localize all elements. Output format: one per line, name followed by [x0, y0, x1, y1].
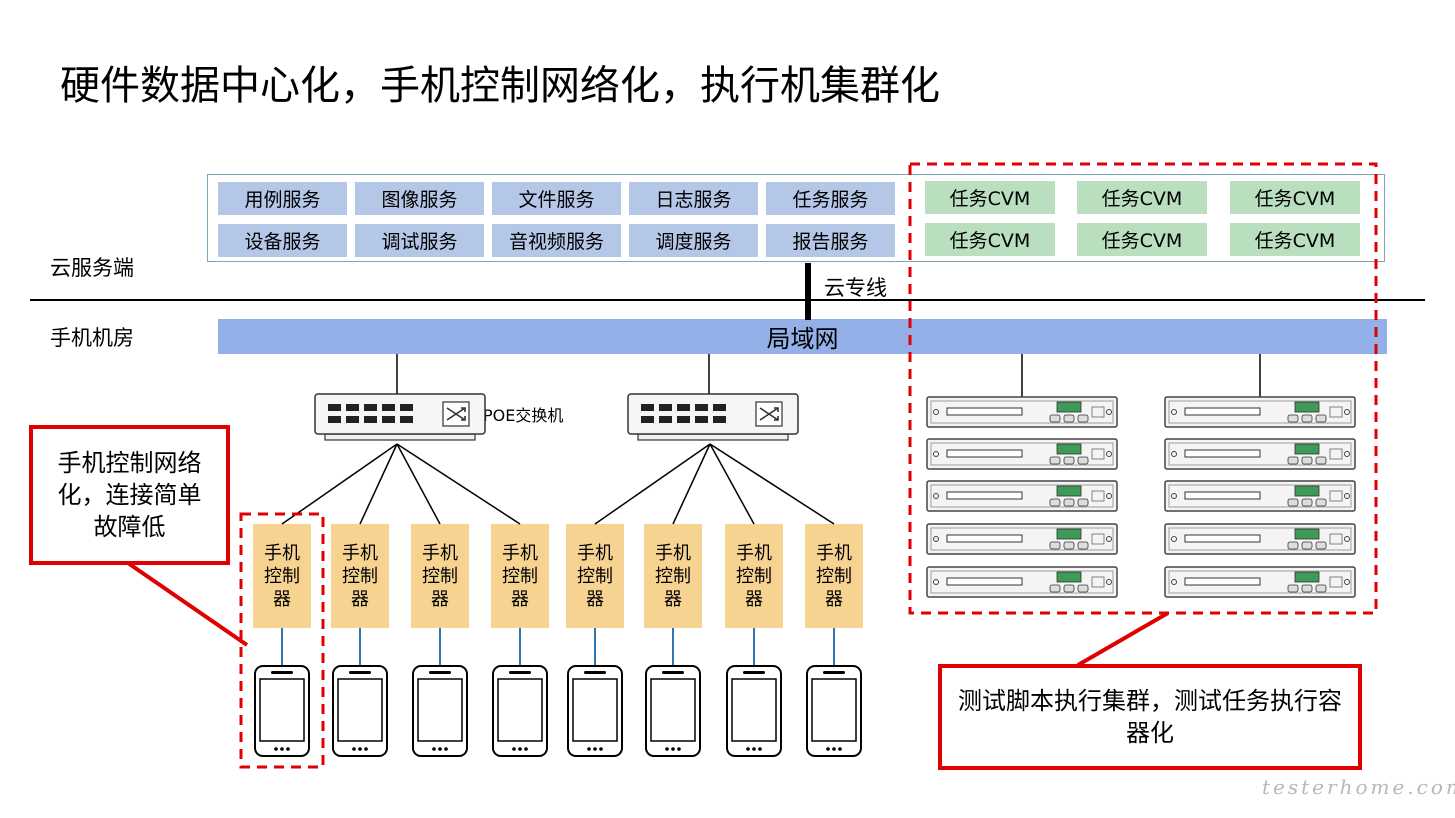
poe-switch-icon — [314, 393, 486, 441]
task-cvm: 任务CVM — [1230, 223, 1360, 256]
server-icon — [1164, 396, 1356, 428]
phone-controller: 手机控制器 — [644, 524, 702, 628]
phone-controller: 手机控制器 — [805, 524, 863, 628]
callout-network-control: 手机控制网络化，连接简单故障低 — [29, 425, 230, 565]
phone-icon — [806, 665, 862, 757]
cloud-line-label: 云专线 — [824, 276, 887, 300]
task-cvm: 任务CVM — [1230, 181, 1360, 214]
phone-icon — [567, 665, 623, 757]
server-icon — [926, 566, 1118, 598]
phone-controller: 手机控制器 — [491, 524, 549, 628]
zone-label-room: 手机机房 — [50, 326, 134, 350]
cluster-highlight — [908, 162, 1378, 615]
server-icon — [926, 480, 1118, 512]
phone-controller: 手机控制器 — [566, 524, 624, 628]
service-av: 音视频服务 — [492, 224, 621, 257]
callout-execution-cluster: 测试脚本执行集群，测试任务执行容器化 — [938, 664, 1362, 770]
task-cvm: 任务CVM — [1077, 223, 1207, 256]
service-file: 文件服务 — [492, 182, 621, 215]
service-case: 用例服务 — [218, 182, 347, 215]
zone-label-cloud: 云服务端 — [50, 256, 134, 280]
page-title: 硬件数据中心化，手机控制网络化，执行机集群化 — [60, 63, 940, 109]
service-image: 图像服务 — [355, 182, 484, 215]
server-icon — [926, 396, 1118, 428]
phone-icon — [492, 665, 548, 757]
service-report: 报告服务 — [766, 224, 895, 257]
phone-icon — [254, 665, 310, 757]
controller-highlight — [239, 512, 325, 769]
service-device: 设备服务 — [218, 224, 347, 257]
lan-bar: 局域网 — [218, 319, 1387, 354]
poe-switch-label: POE交换机 — [483, 406, 564, 425]
phone-controller: 手机控制器 — [331, 524, 389, 628]
service-schedule: 调度服务 — [629, 224, 758, 257]
phone-icon — [645, 665, 701, 757]
phone-icon — [332, 665, 388, 757]
callout-pointer — [1076, 611, 1170, 667]
poe-switch-icon — [627, 393, 799, 441]
service-task: 任务服务 — [766, 182, 895, 215]
server-icon — [926, 523, 1118, 555]
task-cvm: 任务CVM — [925, 223, 1055, 256]
server-icon — [926, 438, 1118, 470]
callout-pointer — [126, 561, 249, 647]
watermark: testerhome.com — [1262, 775, 1455, 799]
phone-icon — [412, 665, 468, 757]
phone-controller: 手机控制器 — [725, 524, 783, 628]
service-log: 日志服务 — [629, 182, 758, 215]
server-icon — [1164, 438, 1356, 470]
service-debug: 调试服务 — [355, 224, 484, 257]
server-icon — [1164, 566, 1356, 598]
server-icon — [1164, 480, 1356, 512]
task-cvm: 任务CVM — [925, 181, 1055, 214]
server-icon — [1164, 523, 1356, 555]
lan-label: 局域网 — [766, 325, 839, 353]
phone-icon — [726, 665, 782, 757]
cloud-services-box — [207, 174, 1385, 262]
phone-controller: 手机控制器 — [253, 524, 311, 628]
task-cvm: 任务CVM — [1077, 181, 1207, 214]
phone-controller: 手机控制器 — [411, 524, 469, 628]
